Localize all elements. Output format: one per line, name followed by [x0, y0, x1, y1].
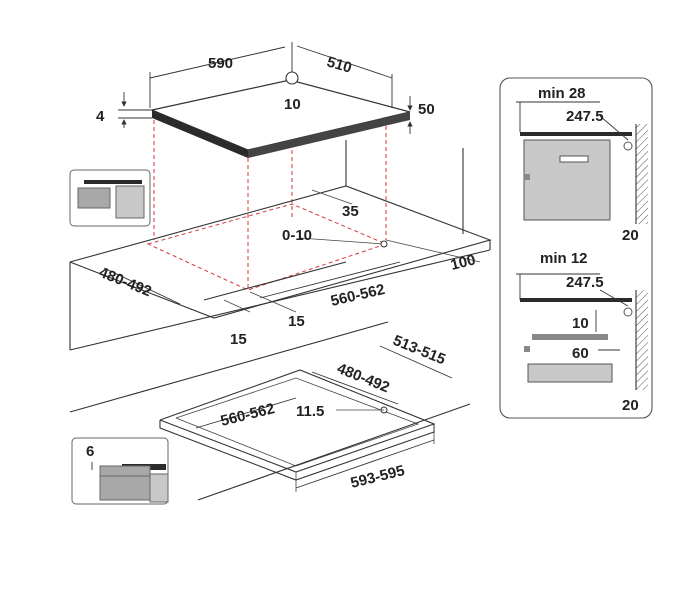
label-thickness: 4: [96, 108, 105, 125]
panel-bottom-value: 247.5: [566, 274, 604, 291]
label-wall-distance: 100: [449, 251, 477, 274]
label-depth-top: 510: [325, 54, 354, 77]
side-panel: [499, 77, 653, 419]
lower-section: [516, 273, 648, 390]
label-flush-inner-width: 560-562: [219, 400, 277, 430]
flush-mount-view: [69, 321, 471, 501]
label-clearance-right: 50: [418, 101, 435, 118]
inset-top: [69, 169, 151, 227]
label-flush-rebate: 6: [86, 443, 94, 460]
panel-bottom-gap-horizontal: 60: [572, 345, 589, 362]
projection-lines: [146, 120, 388, 291]
label-center-value: 10: [284, 96, 301, 113]
panel-top-title: min 28: [538, 85, 586, 102]
label-cutout-offset: 35: [342, 203, 359, 220]
panel-bottom-title: min 12: [540, 250, 588, 267]
panel-bottom-wall: 20: [622, 397, 639, 414]
inset-bottom: [71, 437, 169, 505]
panel-top-wall: 20: [622, 227, 639, 244]
label-cutout-depth: 480-492: [97, 264, 154, 300]
label-width-top: 590: [208, 55, 233, 72]
worktop-top: [69, 140, 492, 351]
panel-bottom-gap-vertical: 10: [572, 315, 589, 332]
upper-section: [516, 101, 648, 224]
label-flush-gap: 11.5: [296, 403, 324, 420]
panel-top-value: 247.5: [566, 108, 604, 125]
hob-top-view: [118, 42, 413, 158]
label-range-clearance: 0-10: [282, 227, 312, 244]
label-edge-left: 15: [230, 331, 247, 348]
label-cutout-width: 560-562: [329, 281, 386, 310]
label-flush-outer-depth: 513-515: [391, 332, 448, 368]
label-edge-front: 15: [288, 313, 305, 330]
